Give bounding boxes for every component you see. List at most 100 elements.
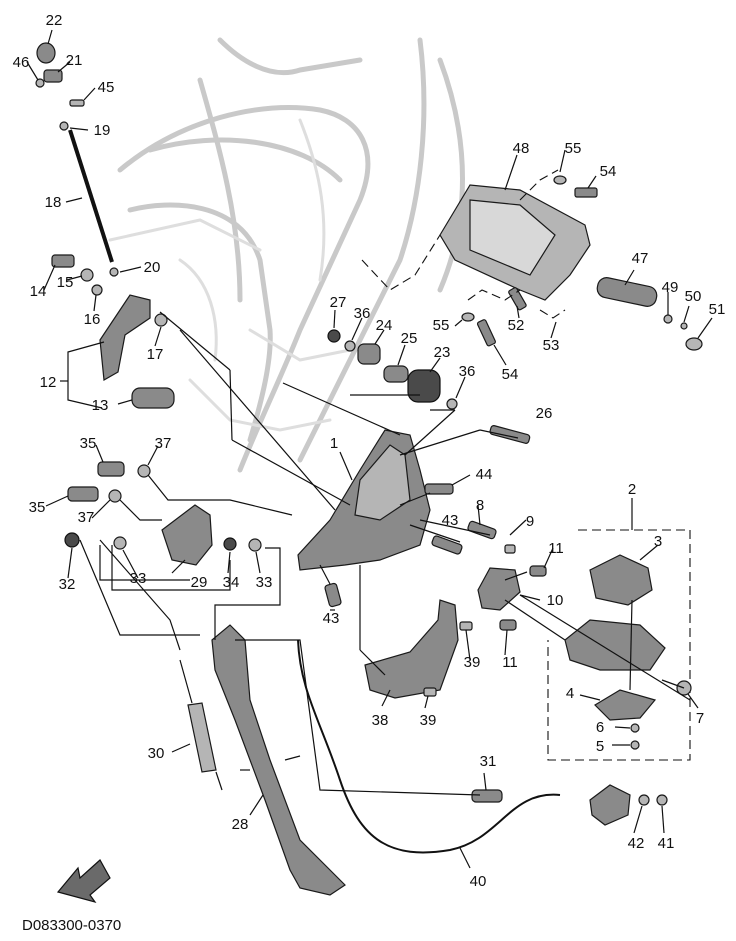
part-50 [680, 322, 688, 330]
callout-53: 53 [543, 337, 560, 354]
part-55-low [461, 312, 475, 322]
callout-20: 20 [144, 259, 161, 276]
part-54-low [476, 319, 496, 347]
callout-49: 49 [662, 279, 679, 296]
part-4 [594, 689, 657, 721]
part-24 [357, 343, 381, 365]
callout-16: 16 [84, 311, 101, 328]
part-43-a [431, 535, 463, 555]
part-15 [80, 268, 94, 282]
diagram-code: D083300-0370 [22, 917, 121, 934]
callout-25: 25 [401, 330, 418, 347]
callout-10: 10 [547, 592, 564, 609]
callout-4: 4 [566, 685, 574, 702]
callout-38: 38 [372, 712, 389, 729]
callout-54a: 54 [600, 163, 617, 180]
callout-15: 15 [57, 274, 74, 291]
callout-54b: 54 [502, 366, 519, 383]
part-16 [91, 284, 103, 296]
part-12-lever [99, 294, 151, 381]
callout-35b: 35 [29, 499, 46, 516]
part-36-a [344, 340, 356, 352]
part-31 [471, 789, 503, 803]
callout-24: 24 [376, 317, 393, 334]
callout-26: 26 [536, 405, 553, 422]
callout-36b: 36 [459, 363, 476, 380]
cover-group [547, 529, 692, 761]
callout-32: 32 [59, 576, 76, 593]
callout-51: 51 [709, 301, 726, 318]
part-44 [424, 483, 454, 495]
cover-group-box [547, 529, 691, 761]
callout-35a: 35 [80, 435, 97, 452]
arrow-icon [56, 859, 111, 904]
part-6 [630, 723, 640, 733]
callout-39b: 39 [420, 712, 437, 729]
part-3 [589, 554, 653, 606]
footrest-bracket-group [439, 175, 703, 351]
callout-27: 27 [330, 294, 347, 311]
callout-23: 23 [434, 344, 451, 361]
part-20 [109, 267, 119, 277]
callout-9: 9 [526, 513, 534, 530]
part-21 [43, 69, 63, 83]
protector-plate [364, 599, 473, 699]
part-2-body [564, 619, 666, 671]
front-arrow [56, 859, 111, 904]
callout-36a: 36 [354, 305, 371, 322]
callout-18: 18 [45, 194, 62, 211]
part-41 [656, 794, 668, 806]
part-36-b [446, 398, 458, 410]
part-39-b [423, 687, 437, 697]
frame-ghost [108, 37, 465, 473]
part-52 [508, 287, 527, 311]
callout-37b: 37 [78, 509, 95, 526]
part-38 [364, 599, 459, 699]
part-25 [383, 365, 409, 383]
callout-6: 6 [596, 719, 604, 736]
callout-2: 2 [628, 481, 636, 498]
callout-11a: 11 [548, 540, 564, 557]
part-19 [59, 121, 69, 131]
callout-55a: 55 [565, 140, 582, 157]
part-33-b [248, 538, 262, 552]
part-26 [489, 425, 531, 444]
part-35-a [97, 461, 125, 477]
callout-43a: 43 [442, 512, 459, 529]
main-bracket [297, 429, 497, 608]
callout-55b: 55 [433, 317, 450, 334]
callout-30: 30 [148, 745, 165, 762]
callout-7: 7 [696, 710, 704, 727]
part-39-a [459, 621, 473, 631]
callout-17: 17 [147, 346, 164, 363]
shift-lever-group [35, 42, 175, 409]
callout-14: 14 [30, 283, 47, 300]
side-stand [179, 624, 346, 896]
leader-lines [26, 29, 713, 869]
callout-42: 42 [628, 835, 645, 852]
part-8 [467, 520, 497, 540]
part-28 [211, 624, 346, 896]
callout-48: 48 [513, 140, 530, 157]
callout-21: 21 [66, 52, 83, 69]
part-27 [327, 329, 341, 343]
callout-46: 46 [13, 54, 30, 71]
callout-19: 19 [94, 122, 111, 139]
callout-8: 8 [476, 497, 484, 514]
callout-22: 22 [46, 12, 63, 29]
callout-29: 29 [191, 574, 208, 591]
callout-labels: 1 2 3 4 5 6 7 8 9 10 11 11 12 13 14 15 1… [13, 12, 726, 890]
part-34 [223, 537, 237, 551]
callout-44: 44 [476, 466, 493, 483]
part-5 [630, 740, 640, 750]
callout-47: 47 [632, 250, 649, 267]
callout-37a: 37 [155, 435, 172, 452]
callout-5: 5 [596, 738, 604, 755]
stand-bracket [64, 461, 262, 566]
part-46 [35, 78, 45, 88]
part-43-b [324, 582, 342, 608]
part-17 [154, 313, 168, 327]
part-32 [64, 532, 80, 548]
part-33-a [113, 536, 127, 550]
